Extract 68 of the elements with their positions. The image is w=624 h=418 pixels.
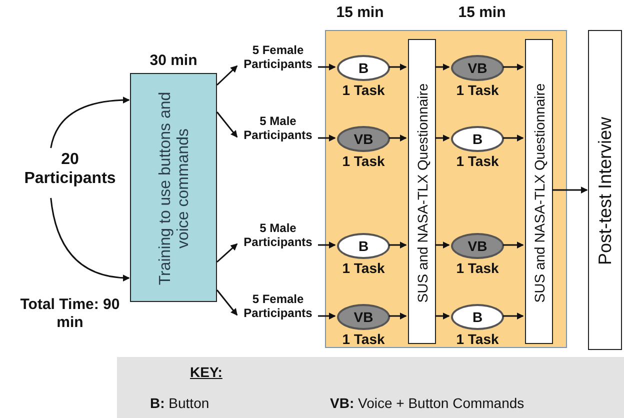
arrow — [389, 312, 407, 320]
arrow — [216, 290, 238, 316]
arrow — [216, 243, 238, 263]
task-label: 1 Task — [341, 260, 386, 276]
arrow — [50, 198, 130, 282]
arrow — [503, 312, 524, 320]
condition-ellipse — [337, 126, 390, 152]
key-entry: B: Button — [150, 395, 210, 412]
box-label: Training to use buttons and voice commands — [156, 90, 192, 288]
condition-ellipse — [451, 55, 504, 81]
arrow — [435, 312, 450, 320]
task-label: 1 Task — [455, 260, 500, 276]
task-label: 1 Task — [341, 153, 386, 169]
questionnaire-box — [525, 39, 553, 344]
task-label: 1 Task — [455, 82, 500, 98]
key-entry: VB: Voice + Button Commands — [330, 395, 526, 412]
arrow — [435, 64, 450, 70]
condition-ellipse — [451, 304, 504, 330]
condition-code: VB — [468, 238, 488, 254]
arrow — [318, 312, 336, 320]
group-label: 5 Male Participants — [244, 221, 312, 250]
box-label: SUS and NASA-TLX Questionnaire — [530, 82, 548, 304]
arrow — [318, 134, 336, 142]
group-label: 5 Female Participants — [244, 292, 312, 321]
box-label: SUS and NASA-TLX Questionnaire — [413, 82, 432, 304]
interview-box — [588, 30, 622, 350]
condition-code: VB — [468, 60, 488, 76]
duration-label: 30 min — [148, 52, 198, 69]
condition-code: B — [358, 60, 369, 76]
arrow — [389, 134, 407, 142]
session-panel — [325, 30, 567, 348]
condition-ellipse — [451, 126, 504, 152]
arrow — [216, 112, 238, 138]
task-label: 1 Task — [455, 331, 500, 347]
arrow — [389, 242, 407, 248]
condition-code: B — [472, 309, 483, 325]
arrow — [50, 96, 130, 148]
group-label: 5 Female Participants — [244, 43, 312, 72]
total-time-note: Total Time: 90 min — [20, 296, 120, 332]
arrow — [435, 242, 450, 248]
condition-code: VB — [354, 309, 374, 325]
condition-ellipse — [337, 233, 390, 259]
task-label: 1 Task — [455, 153, 500, 169]
condition-code: B — [472, 131, 483, 147]
arrow — [552, 186, 588, 194]
arrow — [318, 242, 336, 248]
questionnaire-box — [408, 39, 436, 344]
arrow — [216, 65, 238, 86]
task-label: 1 Task — [341, 331, 386, 347]
arrow — [503, 134, 524, 142]
duration-label: 15 min — [457, 4, 507, 21]
condition-ellipse — [337, 304, 390, 330]
condition-ellipse — [337, 55, 390, 81]
condition-code: B — [358, 238, 369, 254]
key-heading: KEY: — [190, 364, 224, 381]
training-box — [130, 73, 217, 302]
condition-ellipse — [451, 233, 504, 259]
arrow — [503, 64, 524, 70]
task-label: 1 Task — [341, 82, 386, 98]
duration-label: 15 min — [335, 4, 385, 21]
arrow — [389, 64, 407, 70]
arrow — [503, 242, 524, 248]
group-label: 5 Male Participants — [244, 114, 312, 143]
box-label: Post-test Interview — [594, 116, 616, 268]
condition-code: VB — [354, 131, 374, 147]
arrow — [318, 64, 336, 70]
group-label: 20 Participants — [24, 150, 116, 188]
arrow — [435, 134, 450, 142]
